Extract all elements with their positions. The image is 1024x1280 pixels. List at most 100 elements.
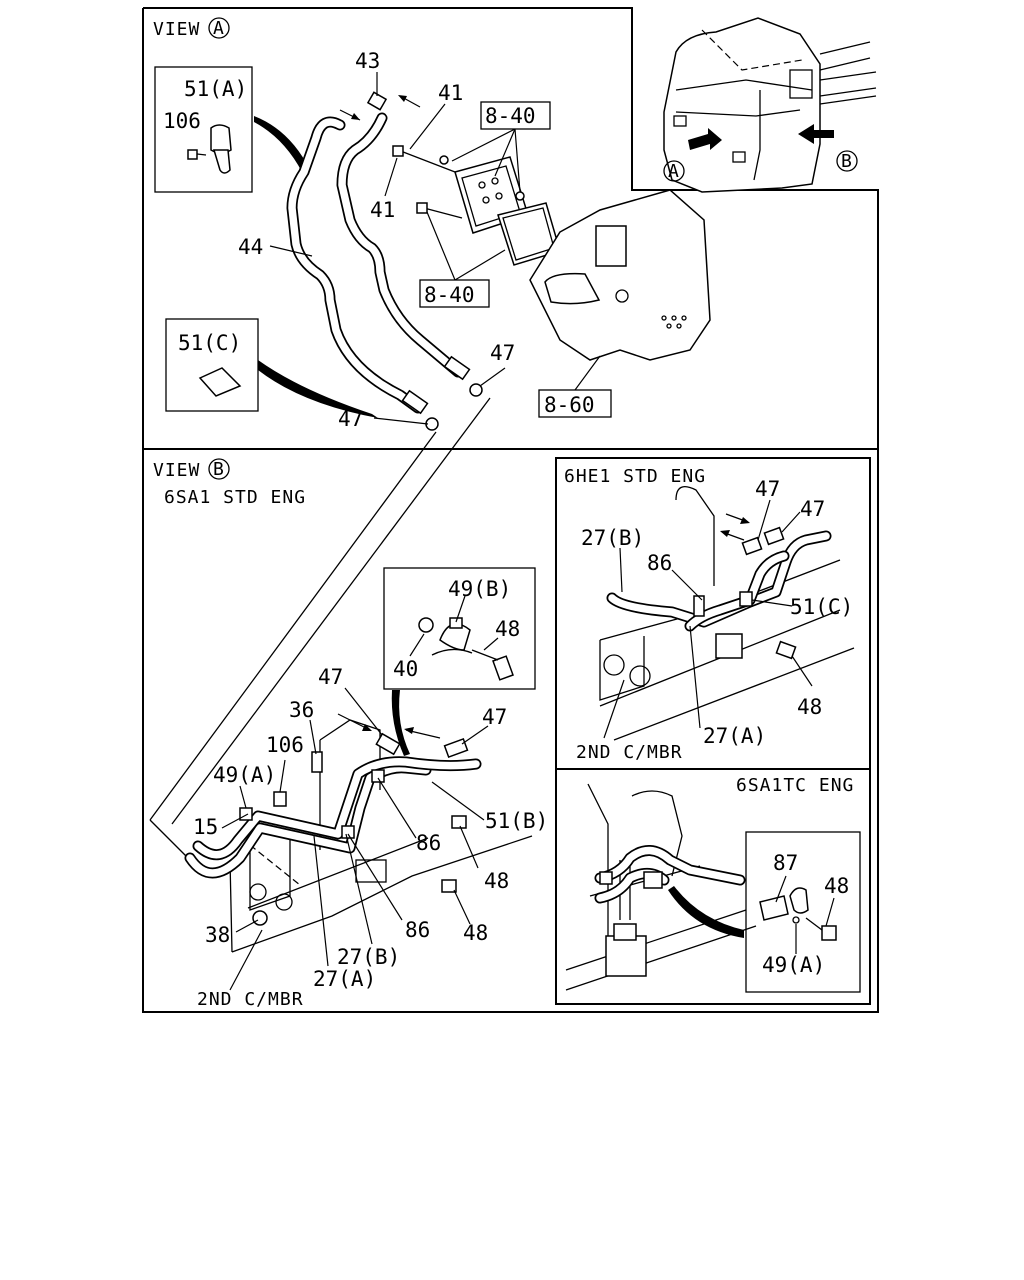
view-b-marker-circle <box>208 458 230 480</box>
leader-41-bottom <box>384 157 398 197</box>
inset-6sa1tc-hoses <box>594 845 746 904</box>
inset-6he1-frame <box>599 486 855 741</box>
pointer-arrow-49b <box>391 690 410 756</box>
bracket-87-icon <box>759 887 837 941</box>
truck-marker-a-circle <box>663 160 685 182</box>
view-a-title: VIEW <box>153 19 200 40</box>
leader-48-a <box>459 825 479 869</box>
label-6he1-47-a: 47 <box>755 477 780 501</box>
leader-6he1-47-b <box>781 511 801 533</box>
leader-47-b <box>461 725 489 745</box>
label-6sa1tc-49a: 49(A) <box>762 953 825 977</box>
truck-arrow-a <box>688 128 722 150</box>
leader-106 <box>279 759 286 793</box>
label-86-a: 86 <box>416 831 441 855</box>
leader-6he1-mbr <box>603 679 625 739</box>
label-48-a: 48 <box>484 869 509 893</box>
label-36: 36 <box>289 698 314 722</box>
leader-6he1-48 <box>791 655 813 687</box>
label-44: 44 <box>238 235 263 259</box>
inset-87-box <box>745 831 861 993</box>
label-8-60: 8-60 <box>544 393 595 417</box>
view-b-hoses <box>184 732 482 926</box>
label-6he1-47-b: 47 <box>800 497 825 521</box>
leader-44 <box>269 245 313 257</box>
leader-49b <box>455 595 466 623</box>
engine-block-8-60 <box>529 189 711 361</box>
label-51a: 51(A) <box>184 77 247 101</box>
clamp-49b-icon <box>418 617 514 681</box>
label-51b: 51(B) <box>485 809 548 833</box>
label-47-left: 47 <box>338 407 363 431</box>
leader-mbr <box>229 929 263 991</box>
leader-86-a <box>377 777 417 839</box>
truck-arrow-b <box>798 124 834 144</box>
inset-6he1-section: 6HE1 STD ENG <box>564 466 855 763</box>
label-40: 40 <box>393 657 418 681</box>
clip-51c-icon <box>198 367 242 397</box>
view-b-subtitle: 6SA1 STD ENG <box>164 487 306 508</box>
truck-marker-b-circle <box>836 150 858 172</box>
cover-plate-8-40 <box>392 145 561 266</box>
label-49a-view-b: 49(A) <box>213 763 276 787</box>
label-48-b: 48 <box>463 921 488 945</box>
flow-arrows-6he1 <box>720 513 750 541</box>
view-a-marker-circle <box>208 17 230 39</box>
inset-6sa1tc-title: 6SA1TC ENG <box>736 775 854 796</box>
flow-arrows-view-b <box>337 713 441 739</box>
diagram-frames <box>142 7 879 1013</box>
label-86-b: 86 <box>405 918 430 942</box>
leader-38 <box>235 919 259 933</box>
label-49b: 49(B) <box>448 577 511 601</box>
label-51c-view-a: 51(C) <box>178 331 241 355</box>
label-27b-view-b: 27(B) <box>337 945 400 969</box>
label-box-8-40-top <box>451 101 551 193</box>
pointer-arrow-51a <box>254 116 310 172</box>
inset-6he1-title: 6HE1 STD ENG <box>564 466 706 487</box>
label-47-b: 47 <box>482 705 507 729</box>
view-b-marker-letter: B <box>213 459 225 480</box>
pointer-arrow-51c <box>258 360 378 418</box>
label-43: 43 <box>355 49 380 73</box>
leader-40 <box>409 633 425 657</box>
label-6he1-27b: 27(B) <box>581 526 644 550</box>
leader-47-a <box>344 687 383 736</box>
view-a-marker-letter: A <box>213 18 225 39</box>
inset-6sa1tc-frame <box>565 783 757 991</box>
leader-6sa1tc-48 <box>825 897 835 927</box>
pointer-arrow-6sa1tc <box>668 886 744 938</box>
label-106-view-a: 106 <box>163 109 201 133</box>
label-6he1-mbr: 2ND C/MBR <box>576 742 683 763</box>
view-b-section: VIEW B 6SA1 STD ENG <box>149 397 548 1010</box>
label-48-inset: 48 <box>495 617 520 641</box>
leader-6he1-27a <box>689 625 701 729</box>
leader-27b <box>345 833 373 945</box>
leader-48-b <box>453 889 471 925</box>
connecting-hose-lines <box>149 397 491 863</box>
leader-6sa1tc-87 <box>775 875 787 903</box>
label-8-40-top: 8-40 <box>485 104 536 128</box>
leader-27a <box>313 835 329 967</box>
leader-6he1-47-a <box>757 499 771 541</box>
label-6he1-51c: 51(C) <box>790 595 853 619</box>
flow-arrows-view-a <box>339 95 421 121</box>
label-47-a: 47 <box>318 665 343 689</box>
leader-51b <box>431 781 485 821</box>
label-106-view-b: 106 <box>266 733 304 757</box>
label-47-right: 47 <box>490 341 515 365</box>
view-b-title: VIEW <box>153 460 200 481</box>
label-mbr-view-b: 2ND C/MBR <box>197 989 304 1010</box>
inset-51a-box <box>154 66 253 193</box>
leader-15 <box>221 813 249 829</box>
leader-49a <box>239 785 247 809</box>
leader-6he1-51c <box>751 599 793 607</box>
label-41-bottom: 41 <box>370 198 395 222</box>
leader-36 <box>309 719 317 755</box>
label-box-8-60 <box>538 355 612 418</box>
truck-marker-b: B <box>841 151 853 172</box>
leader-86-b <box>347 833 403 921</box>
leader-6he1-86 <box>671 569 703 601</box>
label-6he1-27a: 27(A) <box>703 724 766 748</box>
view-a-section: VIEW A <box>153 17 711 431</box>
